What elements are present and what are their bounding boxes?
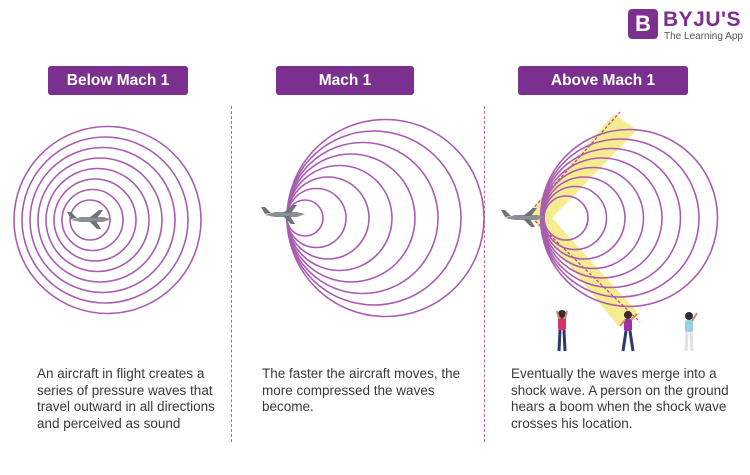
pressure-wave-ring xyxy=(13,125,202,315)
pressure-wave-ring xyxy=(540,147,682,289)
pressure-wave-ring xyxy=(286,130,462,306)
divider-right xyxy=(484,106,485,442)
pressure-wave-ring xyxy=(286,164,393,272)
label-below-mach-1: Below Mach 1 xyxy=(48,66,188,95)
pressure-wave-ring xyxy=(21,136,189,304)
caption-above-mach-1: Eventually the waves merge into a shock … xyxy=(511,366,729,431)
pressure-wave-ring xyxy=(542,176,626,260)
pressure-wave-ring xyxy=(286,176,370,260)
pressure-wave-ring xyxy=(29,146,176,294)
label-mach-1: Mach 1 xyxy=(276,66,414,95)
pressure-wave-ring xyxy=(45,167,150,273)
pressure-wave-ring xyxy=(286,118,485,318)
pressure-wave-ring xyxy=(286,187,347,249)
label-above-mach-1: Above Mach 1 xyxy=(518,66,688,95)
divider-left xyxy=(231,106,232,442)
pressure-wave-ring xyxy=(53,178,137,262)
person-icon xyxy=(556,310,568,352)
jet-aircraft-icon xyxy=(501,208,545,227)
logo-mark: B xyxy=(628,9,658,39)
logo-tagline: The Learning App xyxy=(664,31,743,42)
caption-below-mach-1: An aircraft in flight creates a series o… xyxy=(37,366,215,431)
pressure-wave-ring xyxy=(542,185,608,251)
pressure-waves-mach-1 xyxy=(286,118,485,318)
pressure-wave-ring xyxy=(286,199,324,237)
byjus-logo: B BYJU'S The Learning App xyxy=(628,9,744,43)
pressure-wave-ring xyxy=(69,199,111,241)
person-icon xyxy=(684,312,698,352)
pressure-wave-ring xyxy=(541,166,645,270)
person-icon xyxy=(619,311,638,352)
pressure-wave-ring xyxy=(286,153,416,283)
pressure-waves-above xyxy=(539,128,719,308)
pressure-wave-ring xyxy=(540,138,700,298)
jet-aircraft-icon xyxy=(67,210,111,229)
jet-aircraft-icon xyxy=(261,205,305,224)
pressure-wave-ring xyxy=(539,128,719,308)
logo-name: BYJU'S xyxy=(663,8,742,31)
pressure-waves-below xyxy=(13,125,202,315)
caption-mach-1: The faster the aircraft moves, the more … xyxy=(262,366,461,414)
pressure-wave-ring xyxy=(37,157,163,283)
pressure-wave-ring xyxy=(61,188,124,252)
